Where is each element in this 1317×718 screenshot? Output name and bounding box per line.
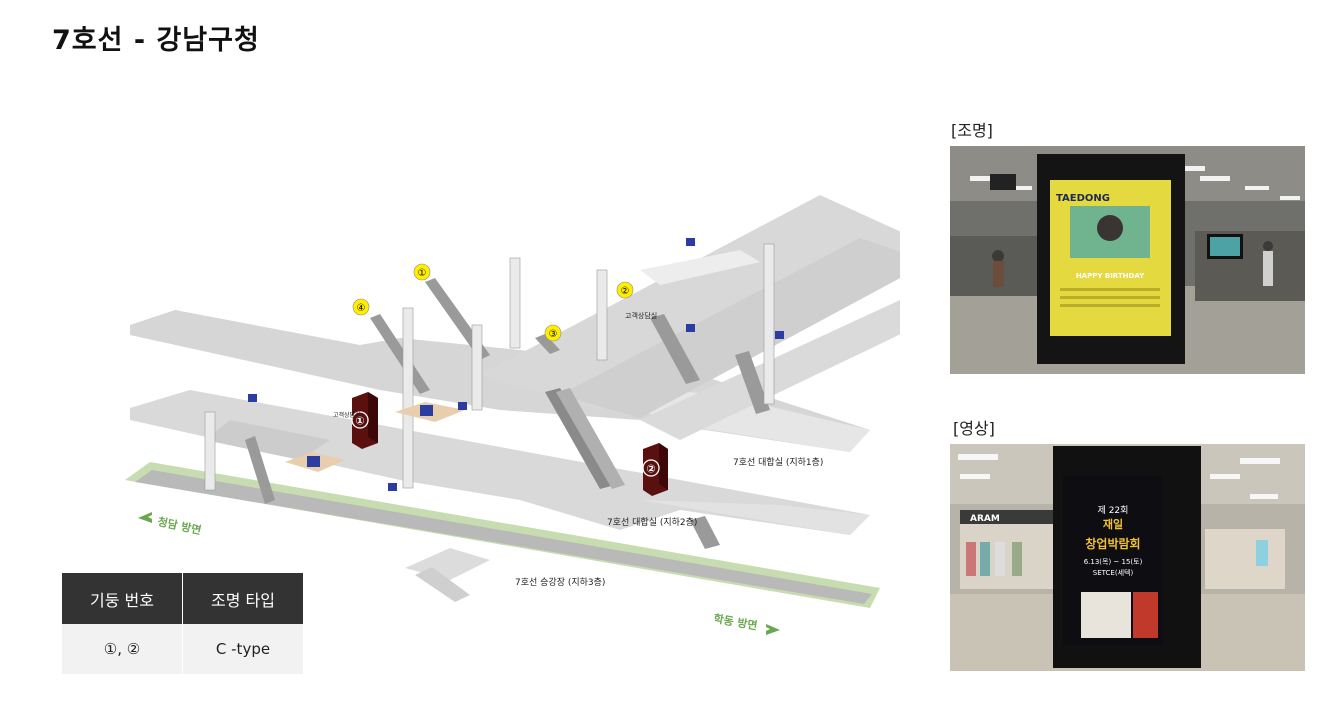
floor-label-b1: 7호선 대합실 (지하1층) xyxy=(733,457,823,468)
facility-icon xyxy=(686,324,695,332)
screen-line: 제 22회 xyxy=(1098,505,1129,516)
photo-label-lighting: [조명] xyxy=(951,121,993,140)
facility-icon xyxy=(248,394,257,402)
svg-text:청담 방면: 청담 방면 xyxy=(156,514,202,537)
station-map: ① ② ① ② ③ ④ 7호선 대합실 (지하1층) 7호선 대합실 (지하2층… xyxy=(125,195,900,635)
pillar-legend-table: 기둥 번호 조명 타입 ①, ② C -type xyxy=(62,573,303,674)
exit-badge-2[interactable]: ② xyxy=(616,281,634,299)
table-header: 조명 타입 xyxy=(182,573,303,624)
station-map-drawing: ① ② ① ② ③ ④ 7호선 대합실 (지하1층) 7호선 대합실 (지하2층… xyxy=(125,195,900,635)
facility-icon xyxy=(388,483,397,491)
screen-title: TAEDONG xyxy=(1056,193,1110,204)
table-cell: C -type xyxy=(182,624,303,674)
photo-lighting: TAEDONG HAPPY BIRTHDAY xyxy=(950,146,1305,374)
arrow-right-icon xyxy=(766,624,780,635)
svg-text:①: ① xyxy=(418,268,427,279)
screen-line: 재일 xyxy=(1103,517,1123,531)
screen-caption: HAPPY BIRTHDAY xyxy=(1076,272,1145,280)
page-title: 7호선 - 강남구청 xyxy=(52,25,260,56)
screen-line: 6.13(목) ~ 15(토) xyxy=(1084,558,1143,566)
svg-text:③: ③ xyxy=(549,329,558,340)
pillar-2[interactable]: ② xyxy=(642,443,668,496)
restroom-icon xyxy=(307,456,320,467)
pillar-1[interactable]: ① xyxy=(351,392,378,449)
facility-icon xyxy=(775,331,784,339)
table-row: ①, ② C -type xyxy=(62,624,303,674)
arrow-left-icon xyxy=(138,512,152,523)
photo-lighting-drawing: TAEDONG HAPPY BIRTHDAY xyxy=(950,146,1305,374)
facility-icon xyxy=(458,402,467,410)
table-header: 기둥 번호 xyxy=(62,573,183,624)
svg-text:②: ② xyxy=(621,286,630,297)
exit-badge-1[interactable]: ① xyxy=(413,263,431,281)
screen-line: 창업박람회 xyxy=(1085,536,1140,551)
screen-line: SETCE(세텍) xyxy=(1093,568,1134,577)
floor-label-b3: 7호선 승강장 (지하3층) xyxy=(515,577,605,588)
facility-icon xyxy=(686,238,695,246)
concourse-b2 xyxy=(130,390,870,535)
floor-label-b2: 7호선 대합실 (지하2층) xyxy=(607,517,697,528)
direction-right: 학동 방면 xyxy=(712,611,780,635)
photo-label-video: [영상] xyxy=(953,419,995,438)
table-cell: ①, ② xyxy=(62,624,183,674)
pillar-label: ① xyxy=(355,415,364,428)
track-b3 xyxy=(135,470,872,604)
service-center-label: 고객상담실 xyxy=(625,311,657,320)
svg-text:④: ④ xyxy=(357,303,366,314)
svg-text:학동 방면: 학동 방면 xyxy=(712,611,758,632)
photo-video-drawing: ARAM 제 22회 재일 창업박람회 6.13(목) ~ 15(토) SETC… xyxy=(950,444,1305,671)
restroom-icon xyxy=(420,405,433,416)
upper-band-1 xyxy=(480,195,900,410)
upper-band-2 xyxy=(560,238,900,418)
shop-sign: ARAM xyxy=(970,514,1000,524)
direction-left: 청담 방면 xyxy=(138,512,203,537)
photo-video: ARAM 제 22회 재일 창업박람회 6.13(목) ~ 15(토) SETC… xyxy=(950,444,1305,671)
pillar-label: ② xyxy=(646,463,655,476)
exit-badge-4[interactable]: ④ xyxy=(352,298,370,316)
exit-badge-3[interactable]: ③ xyxy=(544,324,562,342)
service-center-label: 고객상담실 xyxy=(333,411,361,419)
